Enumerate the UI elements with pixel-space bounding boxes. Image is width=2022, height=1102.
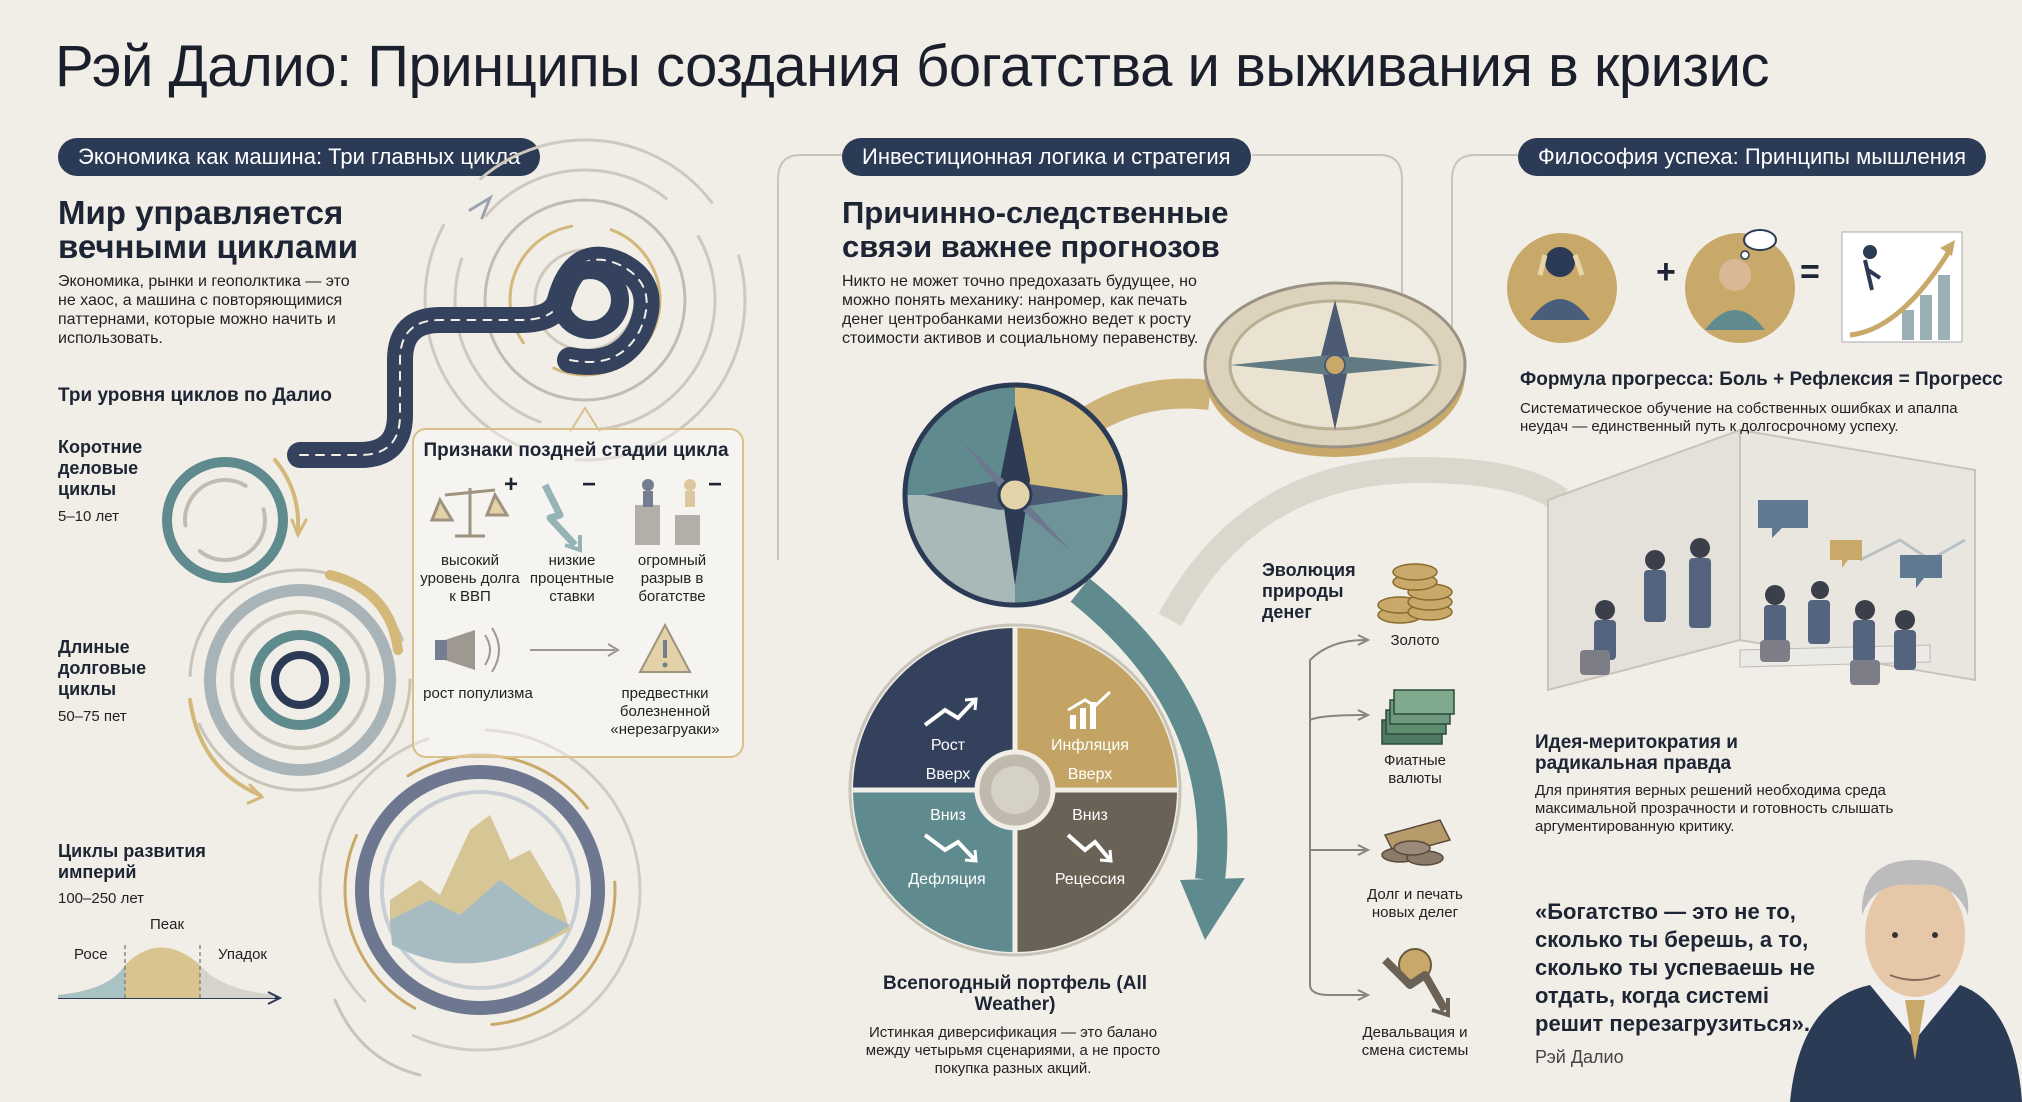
sign-rates: низкие процентные ставки <box>529 552 615 605</box>
short-cycle-title: Коротние деловые циклы <box>58 437 143 499</box>
quad-recession-dir: Вниз <box>1072 807 1108 824</box>
money-gold: Золото <box>1390 632 1440 649</box>
middle-heading: Причинно-следственные свяэи важнее прогн… <box>842 195 1229 264</box>
quad-recession-label: Рецессия <box>1054 871 1126 888</box>
left-body: Экономика, рынки и геополктика — это не … <box>58 273 350 347</box>
portfolio-body: Истинкая диверсификация — это балано меж… <box>865 1024 1161 1077</box>
levels-title: Три уровня циклов по Далио <box>58 385 332 406</box>
formula-plus-sign: + <box>1656 253 1676 291</box>
formula-body: Систематическое обучение на собственных … <box>1520 400 1958 435</box>
debt-plus-sign: + <box>504 471 519 498</box>
money-evolution-title: Эволюция природы денег <box>1262 560 1356 622</box>
quad-growth-label: Рост <box>930 737 966 754</box>
sign-populism: рост популизма <box>423 685 533 702</box>
late-cycle-signs-box <box>412 428 744 758</box>
dalio-quote: «Богатство — это не то, сколько ты береш… <box>1535 899 1815 1036</box>
formula-title: Формула прогресса: Боль + Рефлексия = Пр… <box>1520 369 2003 390</box>
formula-equals-sign: = <box>1800 253 1820 291</box>
section-pill-invest: Инвестиционная логика и стратегия <box>842 138 1251 176</box>
sign-debt: высокий уровень долга к ВВП <box>420 552 520 605</box>
money-fiat: Фиатные валюты <box>1383 752 1447 787</box>
long-cycle-title: Длиные долговые циклы <box>58 637 147 699</box>
quad-inflation-label: Инфляция <box>1051 737 1129 754</box>
left-heading: Мир управляется вечными циклами <box>58 194 359 265</box>
section-pill-philosophy: Философия успеха: Принципы мышления <box>1518 138 1987 176</box>
curve-peak-label: Пеак <box>150 916 185 933</box>
meritocracy-body: Для принятия верных решений необходима с… <box>1535 782 1894 835</box>
quad-growth-dir: Вверх <box>925 766 971 783</box>
quad-deflation-label: Дефляция <box>908 871 986 888</box>
sign-reset: предвестнки болезненной «нерезагруаки» <box>610 685 720 738</box>
empire-cycle-title: Циклы развития империй <box>58 841 206 882</box>
rates-minus-sign: − <box>582 471 597 498</box>
money-debt: Долг и печать новых делег <box>1367 886 1463 921</box>
section-pill-economy: Экономика как машина: Три главных цикла <box>58 138 541 176</box>
sign-gap: огромный разрыв в богатстве <box>637 552 707 605</box>
long-cycle-years: 50–75 пет <box>58 708 127 725</box>
quad-inflation-dir: Вверх <box>1067 766 1113 783</box>
meritocracy-title: Идея-меритократия и радикальная правда <box>1535 732 1738 774</box>
curve-rise-label: Росе <box>74 946 108 963</box>
money-devaluation: Девальвация и смена системы <box>1361 1024 1469 1059</box>
short-cycle-years: 5–10 лет <box>58 508 120 525</box>
gap-minus-sign: − <box>708 471 723 498</box>
portfolio-title: Всепогодный портфель (All Weather) <box>883 973 1147 1015</box>
empire-cycle-years: 100–250 лет <box>58 890 145 907</box>
middle-body: Никто не может точно предохазать будущее… <box>842 273 1199 347</box>
signs-title: Признаки поздней стадии цикла <box>423 440 729 461</box>
curve-decline-label: Упадок <box>218 946 267 963</box>
quad-deflation-dir: Вниз <box>930 807 966 824</box>
page-title: Рэй Далио: Принципы создания богатства и… <box>55 34 1769 99</box>
quote-author: Рэй Далио <box>1535 1047 1624 1067</box>
